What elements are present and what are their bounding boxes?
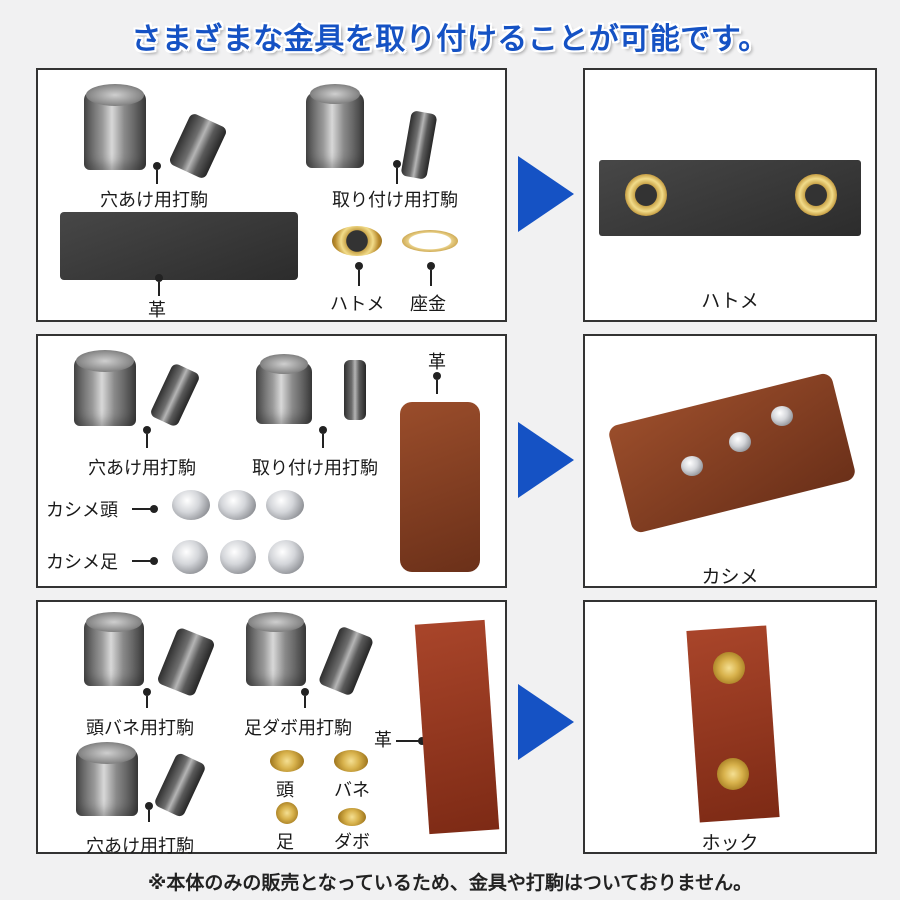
row2-attach-punch-label: 取り付け用打駒: [252, 458, 378, 479]
row3-head-spring-label: 頭バネ用打駒: [86, 718, 194, 739]
row1-hole-pointer: [153, 162, 161, 184]
row1-hole-punch-label: 穴あけ用打駒: [100, 190, 208, 211]
row2-rivet-head-line: [132, 508, 152, 510]
foot-stud-punch-tool: [317, 625, 375, 697]
row2-rivet-head-label: カシメ頭: [46, 500, 118, 521]
hole-punch-die-top: [86, 84, 144, 106]
attach-punch-die: [306, 92, 364, 168]
row1-result-panel: ハトメ: [583, 68, 877, 322]
hole-punch-die-top: [76, 350, 134, 372]
row3-spring-label: バネ: [334, 780, 370, 801]
attach-punch-die-top: [260, 354, 308, 374]
row3-head-label: 頭: [276, 780, 294, 801]
red-leather-strip: [414, 619, 500, 835]
row1-eyelet-pointer: [355, 262, 363, 286]
rivet-head-icon: [218, 490, 256, 520]
snap-result-top-icon: [713, 652, 745, 684]
row3-stud-label: ダボ: [334, 832, 370, 853]
row2-rivet-foot-line: [132, 560, 152, 562]
row2-leather-label: 革: [428, 352, 446, 373]
hole-punch-tool: [149, 362, 201, 428]
row2-result-panel: カシメ: [583, 334, 877, 588]
row2-rivet-foot-label: カシメ足: [46, 552, 118, 573]
attach-punch-tool: [344, 360, 366, 420]
row3-hole-pointer: [145, 802, 153, 822]
hole-punch-die-top: [78, 742, 136, 764]
row1-eyelet-label: ハトメ: [330, 294, 385, 315]
row1-leather-pointer: [155, 274, 163, 296]
row2-arrow-icon: [518, 422, 574, 498]
row1-components-panel: 穴あけ用打駒 取り付け用打駒 革 ハトメ 座金: [36, 68, 507, 322]
row2-hole-punch-label: 穴あけ用打駒: [88, 458, 196, 479]
row3-head-spring-pointer: [143, 688, 151, 708]
snap-stud-icon: [338, 808, 366, 826]
foot-stud-punch-die-top: [248, 612, 304, 632]
row2-leather-pointer: [433, 372, 441, 394]
row3-foot-stud-label: 足ダボ用打駒: [244, 718, 352, 739]
row2-rivet-foot-dot: [150, 557, 158, 565]
row2-hole-pointer: [143, 426, 151, 448]
snap-foot-icon: [276, 802, 298, 824]
snap-result-bottom-icon: [717, 758, 749, 790]
rivet-head-icon: [266, 490, 304, 520]
black-leather-strip: [60, 212, 298, 280]
row3-foot-label: 足: [276, 832, 294, 853]
row3-leather-label: 革: [374, 730, 392, 751]
row1-leather-label: 革: [148, 300, 166, 321]
rivet-foot-icon: [268, 540, 304, 574]
row3-components-panel: 頭バネ用打駒 足ダボ用打駒 穴あけ用打駒 頭 バネ 足 ダボ 革: [36, 600, 507, 857]
attach-punch-tool: [400, 110, 438, 180]
rivet-head-icon: [172, 490, 210, 520]
hole-punch-tool: [153, 751, 207, 819]
brown-leather-piece: [400, 402, 480, 572]
rivet-result-icon: [771, 406, 793, 426]
rivet-foot-icon: [220, 540, 256, 574]
footer-note: ※本体のみの販売となっているため、金具や打駒はついておりません。: [147, 872, 753, 894]
head-spring-punch-die-top: [86, 612, 142, 632]
attach-punch-die-top: [310, 84, 360, 104]
row2-components-panel: 穴あけ用打駒 取り付け用打駒 革 カシメ頭 カシメ足: [36, 334, 507, 588]
row1-washer-label: 座金: [410, 294, 446, 315]
row1-attach-punch-label: 取り付け用打駒: [332, 190, 458, 211]
row1-washer-pointer: [427, 262, 435, 286]
eyelet-result-right-icon: [795, 174, 837, 216]
page-title: さまざまな金具を取り付けることが可能です。: [131, 22, 769, 57]
row2-result-label: カシメ: [701, 566, 759, 588]
rivet-foot-icon: [172, 540, 208, 574]
rivet-result-leather: [607, 371, 857, 535]
row3-foot-stud-pointer: [301, 688, 309, 708]
row1-arrow-icon: [518, 156, 574, 232]
row2-attach-pointer: [319, 426, 327, 448]
rivet-result-icon: [729, 432, 751, 452]
snap-spring-icon: [334, 750, 368, 772]
head-spring-punch-tool: [156, 626, 216, 698]
snap-head-icon: [270, 750, 304, 772]
rivet-result-icon: [681, 456, 703, 476]
row3-result-label: ホック: [701, 832, 759, 854]
row1-attach-pointer: [393, 160, 401, 184]
row3-result-panel: ホック: [583, 600, 877, 854]
hole-punch-tool: [168, 112, 228, 180]
row3-leather-line: [396, 740, 420, 742]
row3-hole-punch-label: 穴あけ用打駒: [86, 836, 194, 857]
row3-arrow-icon: [518, 684, 574, 760]
row1-result-label: ハトメ: [701, 290, 759, 312]
eyelet-part: [332, 226, 382, 256]
washer-part: [402, 230, 458, 252]
row2-rivet-head-dot: [150, 505, 158, 513]
eyelet-result-left-icon: [625, 174, 667, 216]
